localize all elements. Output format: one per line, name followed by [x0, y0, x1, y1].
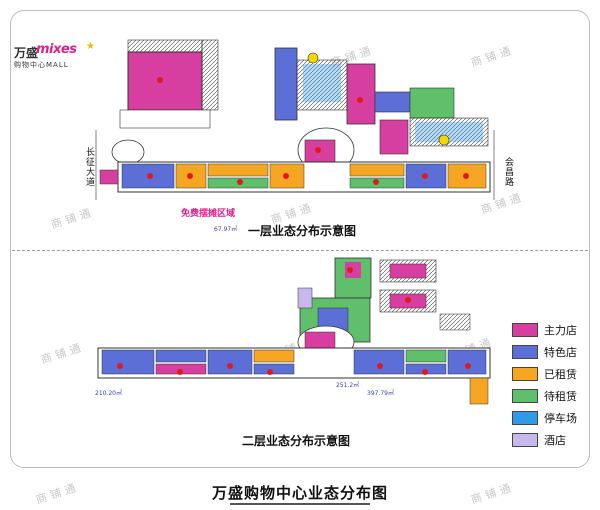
floor-divider: [12, 250, 588, 251]
legend-label: 已租赁: [544, 368, 577, 381]
legend-item: 酒店: [512, 430, 586, 452]
road-left-label: 长征大道: [86, 148, 96, 188]
legend-item: 停车场: [512, 408, 586, 430]
legend-swatch: [512, 389, 538, 403]
legend: 主力店特色店已租赁待租赁停车场酒店: [512, 320, 586, 452]
road-right-label: 会昌路: [505, 158, 515, 188]
legend-item: 待租赁: [512, 386, 586, 408]
free-stall-zone-label: 免费摆摊区域: [181, 209, 236, 219]
legend-item: 特色店: [512, 342, 586, 364]
footer-underline: [230, 503, 370, 505]
legend-label: 待租赁: [544, 390, 577, 403]
legend-swatch: [512, 433, 538, 447]
legend-swatch: [512, 345, 538, 359]
area-label: 67.97㎡: [214, 226, 238, 233]
entrance-plaza-left: [111, 139, 145, 165]
area-label: 397.79㎡: [367, 390, 394, 397]
elevator-icon: [307, 52, 319, 64]
anchor-store-center: [346, 63, 376, 125]
parking-lot-2: [415, 122, 483, 142]
legend-item: 主力店: [512, 320, 586, 342]
legend-label: 酒店: [544, 434, 566, 447]
area-label: 210.20㎡: [95, 390, 122, 397]
logo-sub: 购物中心MALL: [14, 61, 69, 69]
legend-label: 停车场: [544, 412, 577, 425]
parking-lot-1: [303, 64, 341, 102]
elevator-icon: [438, 134, 450, 146]
legend-label: 特色店: [544, 346, 577, 359]
legend-swatch: [512, 367, 538, 381]
floor2-title: 二层业态分布示意图: [242, 434, 351, 448]
logo-cn: 万盛: [14, 46, 39, 60]
star-icon: ★: [86, 41, 95, 52]
anchor-store-top-left: [127, 51, 203, 111]
legend-item: 已租赁: [512, 364, 586, 386]
legend-label: 主力店: [544, 324, 577, 337]
footer-title: 万盛购物中心业态分布图: [211, 484, 388, 502]
logo-brand: mixes: [36, 42, 77, 57]
legend-swatch: [512, 323, 538, 337]
feature-store-tower: [274, 47, 298, 121]
floor1-title: 一层业态分布示意图: [248, 224, 357, 238]
legend-swatch: [512, 411, 538, 425]
area-label: 251.2㎡: [336, 382, 360, 389]
mall-logo: 万盛 mixes ★ 购物中心MALL: [14, 41, 100, 72]
